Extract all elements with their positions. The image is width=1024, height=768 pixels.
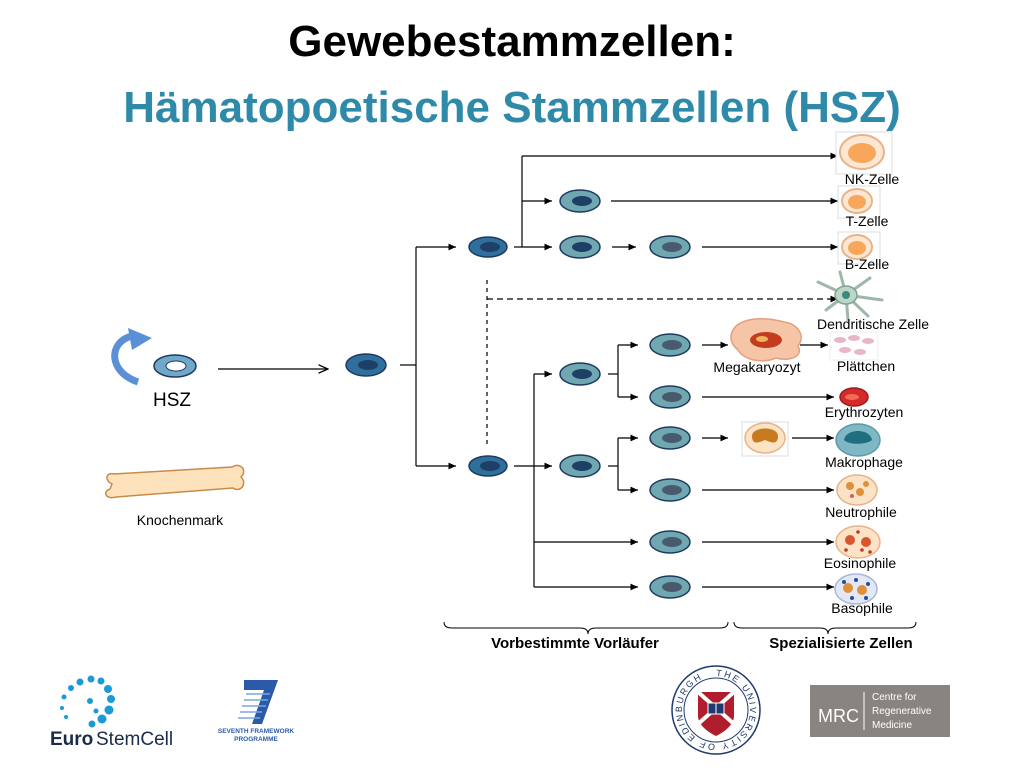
bone-icon xyxy=(105,464,245,499)
svg-text:SEVENTH FRAMEWORK: SEVENTH FRAMEWORK xyxy=(218,728,295,735)
eosinophil-icon xyxy=(835,525,881,559)
basophil-precursor-cell xyxy=(649,575,691,599)
t-cell-icon xyxy=(837,185,881,219)
svg-text:PROGRAMME: PROGRAMME xyxy=(234,736,278,743)
monocyte-icon xyxy=(741,421,789,457)
svg-text:Euro: Euro xyxy=(50,729,93,750)
cell-label-platelets: Plättchen xyxy=(837,358,895,374)
label-vorbestimmte: Vorbestimmte Vorläufer xyxy=(491,635,659,652)
platelets-icon xyxy=(829,331,879,361)
erythrocyte-precursor-cell xyxy=(649,385,691,409)
erythrocyte-icon xyxy=(839,387,869,407)
mrc-logo: MRC Centre for Regenerative Medicine xyxy=(810,685,950,737)
t-progenitor-cell xyxy=(559,189,601,213)
hsz-cell xyxy=(153,354,197,378)
hsz-label: HSZ xyxy=(153,390,191,411)
knochenmark-label: Knochenmark xyxy=(137,512,224,528)
b-cell-icon xyxy=(837,231,881,265)
cell-label-dendritic: Dendritische Zelle xyxy=(817,316,929,332)
self-renewal-arrow xyxy=(111,332,140,386)
b-precursor-cell xyxy=(649,235,691,259)
mep-progenitor-cell xyxy=(559,362,601,386)
cell-label-t: T-Zelle xyxy=(846,213,889,229)
svg-text:Centre for: Centre for xyxy=(872,692,917,703)
megakaryocyte-icon xyxy=(730,318,802,362)
cell-label-nk: NK-Zelle xyxy=(845,171,900,187)
b-progenitor-cell xyxy=(559,235,601,259)
cell-label-b: B-Zelle xyxy=(845,256,890,272)
cell-label-eosinophils: Eosinophile xyxy=(824,555,897,571)
fp7-seven-icon xyxy=(244,680,278,724)
gmp-progenitor-cell xyxy=(559,454,601,478)
svg-text:StemCell: StemCell xyxy=(96,729,173,750)
cell-label-macrophage: Makrophage xyxy=(825,454,903,470)
dendritic-cell-icon xyxy=(816,270,884,322)
cell-label-basophils: Basophile xyxy=(831,600,893,616)
eurostemcell-logo: Euro StemCell xyxy=(50,675,173,750)
megakaryozyt-label: Megakaryozyt xyxy=(713,359,800,375)
svg-text:Regenerative: Regenerative xyxy=(872,706,932,717)
cell-label-neutrophils: Neutrophile xyxy=(825,504,897,520)
basophil-icon xyxy=(834,573,878,605)
monocyte-precursor-cell xyxy=(649,426,691,450)
nk-cell-icon xyxy=(835,131,893,175)
svg-text:Medicine: Medicine xyxy=(872,720,912,731)
title-line-2: Hämatopoetische Stammzellen (HSZ) xyxy=(123,83,901,132)
brace-specialized xyxy=(733,621,917,635)
university-of-edinburgh-logo: THE UNIVERSITY OF EDINBURGH xyxy=(671,665,761,755)
neutrophil-precursor-cell xyxy=(649,478,691,502)
label-spezialisierte: Spezialisierte Zellen xyxy=(769,635,912,652)
cell-label-erythrocytes: Erythrozyten xyxy=(825,404,904,420)
svg-text:MRC: MRC xyxy=(818,706,859,726)
eurostemcell-dots-icon xyxy=(60,675,115,728)
self-renewal-arrow-head xyxy=(128,328,152,350)
title-line-1: Gewebestammzellen: xyxy=(288,17,736,66)
brace-progenitors xyxy=(443,621,729,635)
neutrophil-icon xyxy=(836,474,878,506)
eosinophil-precursor-cell xyxy=(649,530,691,554)
fp7-logo: SEVENTH FRAMEWORK PROGRAMME xyxy=(218,680,295,743)
macrophage-icon xyxy=(835,423,881,457)
megakaryocyte-precursor-cell xyxy=(649,333,691,357)
